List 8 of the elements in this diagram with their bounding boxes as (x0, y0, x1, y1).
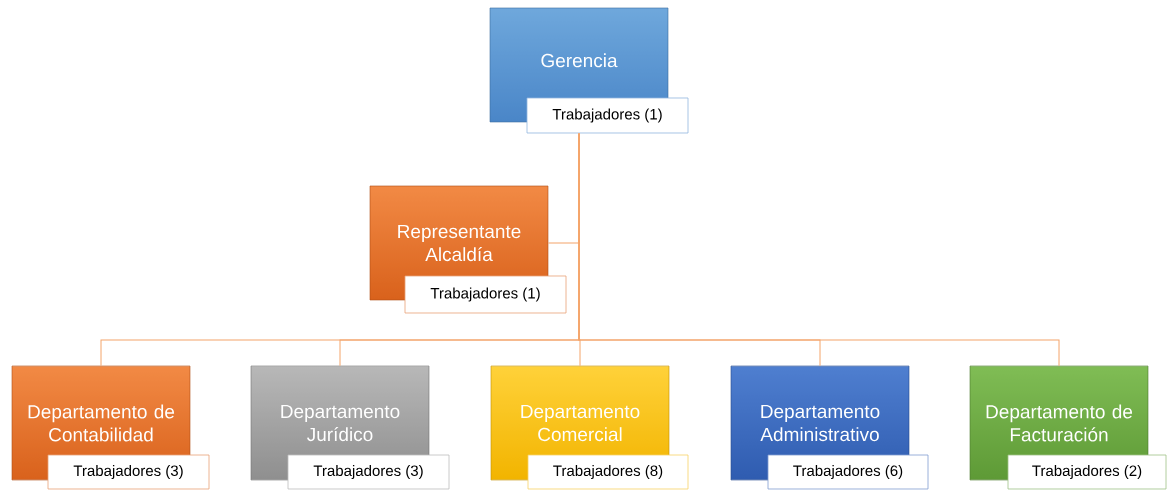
count-box: Trabajadores (1) (526, 97, 689, 134)
count-box: Trabajadores (3) (47, 454, 210, 490)
count-box: Trabajadores (3) (287, 454, 450, 490)
count-box: Trabajadores (8) (527, 454, 689, 490)
count-box: Trabajadores (2) (1007, 454, 1167, 490)
count-box: Trabajadores (1) (404, 275, 567, 314)
count-box: Trabajadores (6) (767, 454, 929, 490)
connector-line (578, 132, 1060, 367)
